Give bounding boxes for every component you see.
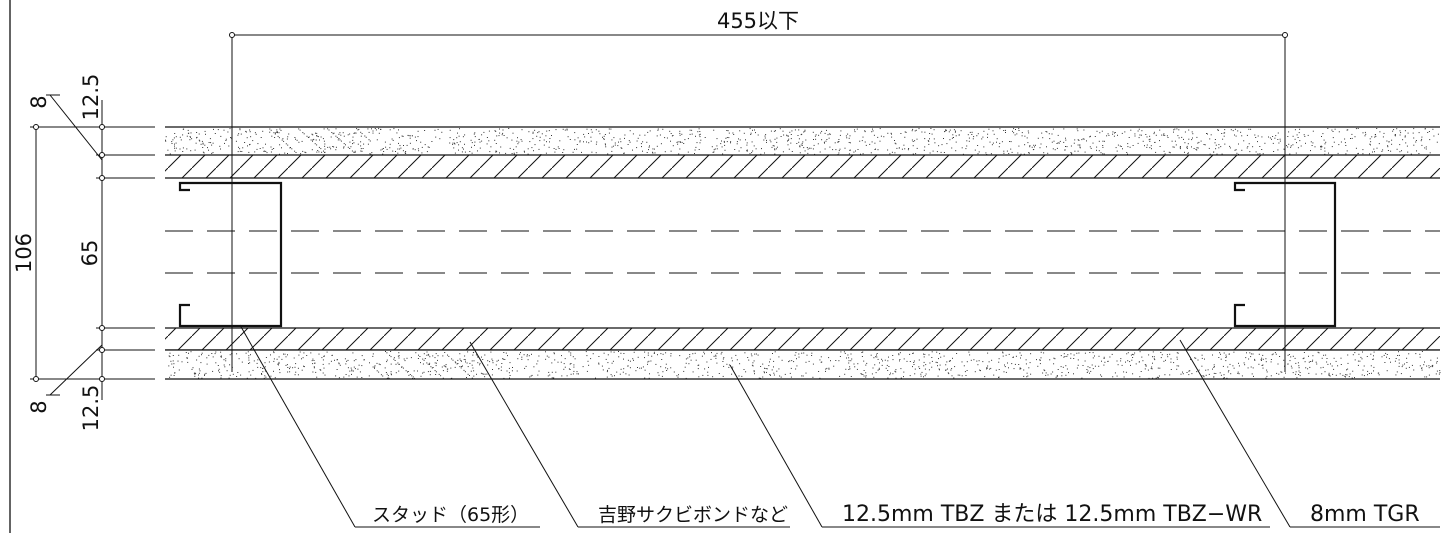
top-span-dimension: 455以下	[229, 9, 1288, 38]
callout-board: 12.5mm TBZ または 12.5mm TBZ−WR	[729, 364, 1270, 528]
bottom-hatched-layer	[165, 327, 1440, 351]
stud-depth-dimension: 65	[78, 100, 155, 400]
callout-adhesive: 吉野サクビボンドなど	[469, 341, 790, 528]
total-thickness-label: 106	[12, 233, 36, 273]
stud-left	[178, 181, 283, 328]
bottom-board-speckle	[168, 351, 1441, 379]
bottom-layer-label: 8	[27, 400, 51, 413]
callout-tgr: 8mm TGR	[1179, 339, 1440, 528]
callout-stud-label: スタッド（65形）	[372, 504, 529, 526]
stud-right	[1233, 181, 1337, 328]
callout-board-label: 12.5mm TBZ または 12.5mm TBZ−WR	[842, 502, 1262, 527]
top-board-label: 12.5	[79, 74, 103, 121]
top-layer-dimensions: 8 12.5	[27, 74, 103, 161]
bottom-board-label: 12.5	[79, 385, 103, 432]
top-board-speckle	[165, 128, 1439, 155]
top-layer-label: 8	[27, 95, 51, 108]
top-hatched-layer	[165, 155, 1440, 179]
callout-stud: スタッド（65形）	[239, 324, 540, 528]
bottom-gypsum-board	[165, 349, 1441, 380]
stud-depth-label: 65	[78, 240, 102, 267]
top-span-label: 455以下	[717, 9, 799, 33]
callout-tgr-label: 8mm TGR	[1310, 502, 1420, 527]
top-gypsum-board	[165, 126, 1440, 156]
total-thickness-dimension: 106	[12, 124, 155, 382]
bottom-layer-dimensions: 8 12.5	[27, 344, 103, 432]
callout-adhesive-label: 吉野サクビボンドなど	[598, 504, 788, 526]
